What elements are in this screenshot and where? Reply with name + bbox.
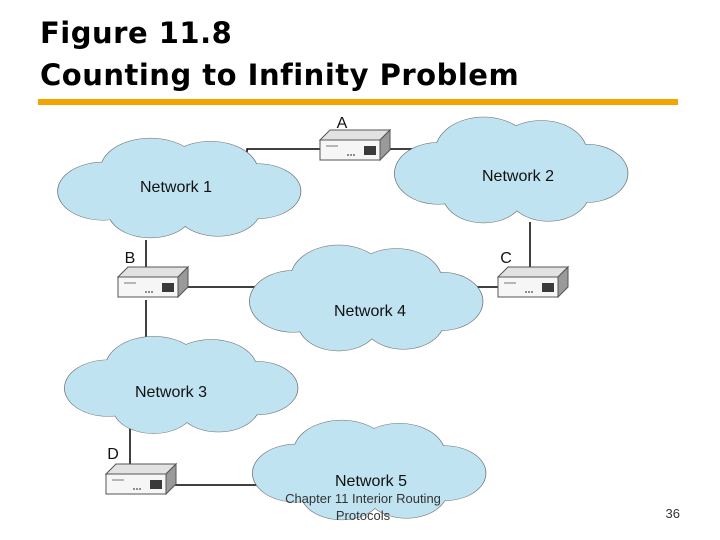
footer-caption: Chapter 11 Interior Routing Protocols bbox=[268, 490, 458, 524]
network-4-label: Network 4 bbox=[334, 303, 406, 320]
link-a-network1 bbox=[246, 148, 320, 160]
router-a bbox=[319, 129, 391, 161]
network-2-label: Network 2 bbox=[482, 168, 554, 185]
router-b bbox=[117, 266, 189, 298]
title-underline bbox=[38, 99, 678, 105]
router-d bbox=[105, 463, 177, 495]
router-c-label: C bbox=[500, 250, 512, 267]
router-b-label: B bbox=[125, 250, 136, 267]
footer-caption-line-2: Protocols bbox=[335, 508, 391, 523]
router-d-label: D bbox=[107, 446, 119, 463]
page-number: 36 bbox=[665, 506, 680, 521]
title-line-2: Counting to Infinity Problem bbox=[40, 58, 520, 92]
footer-caption-line-1: Chapter 11 Interior Routing bbox=[285, 491, 441, 506]
router-c bbox=[497, 266, 569, 298]
network-4-cloud-fill bbox=[249, 245, 483, 351]
network-1-label: Network 1 bbox=[140, 179, 212, 196]
slide-title: Figure 11.8 Counting to Infinity Problem bbox=[40, 12, 519, 96]
router-a-label: A bbox=[337, 115, 348, 132]
network-3-label: Network 3 bbox=[135, 384, 207, 401]
title-line-1: Figure 11.8 bbox=[40, 16, 233, 50]
network-5-label: Network 5 bbox=[335, 473, 407, 490]
